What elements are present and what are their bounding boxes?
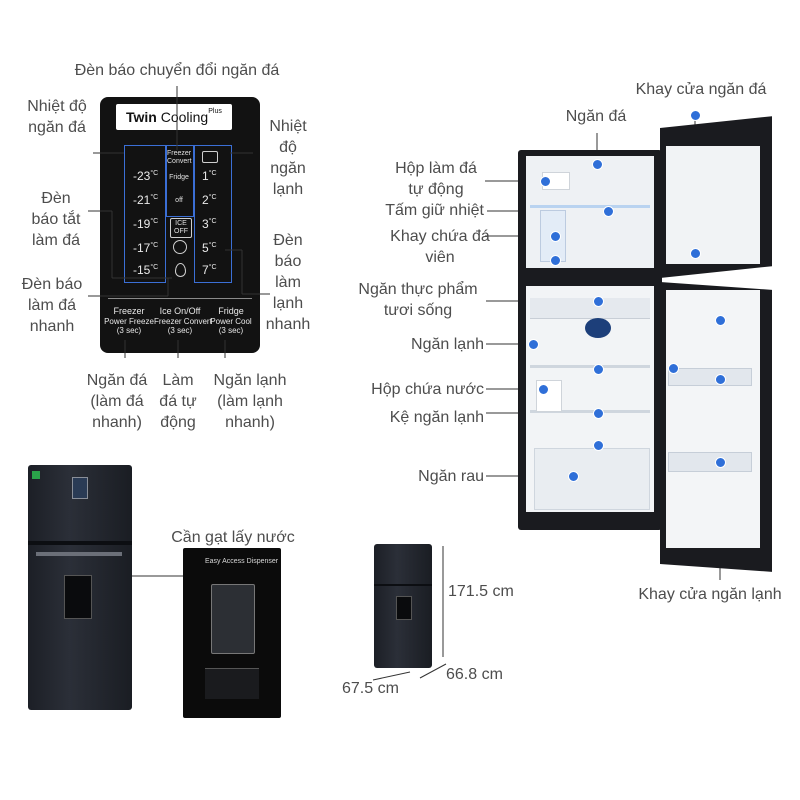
veg-drawer-box [534,448,650,510]
water-dispenser-icon [64,575,92,619]
label-veg-drawer: Ngăn rau [418,468,484,485]
water-drop-icon [175,263,186,277]
dispenser-closeup: Easy Access Dispenser [183,548,281,718]
dot-thermal-plate [603,206,614,217]
dim-door-split [374,584,432,586]
label-fresh-food: Ngăn thực phẩm tươi sống [358,281,478,319]
label-fridge: Ngăn lạnh [411,336,484,353]
fridge-temp-5: 7°C [202,263,217,277]
dot-ice-maker [540,176,551,187]
label-depth: 66.8 cm [446,666,503,683]
door-bin-2 [668,452,752,472]
twin-cooling-logo: Twin CoolingPlus [116,104,232,130]
dot-door-1 [715,315,726,326]
label-water-box: Hộp chứa nước [371,381,484,398]
shelf-1 [530,365,650,368]
dot-shelf [593,408,604,419]
control-panel: Twin CoolingPlus -23°C -21°C -19°C -17°C… [100,97,260,353]
dim-dispenser [396,596,412,620]
label-water-lever: Cần gạt lấy nước [171,529,295,546]
freezer-temp-2: -21°C [133,193,159,207]
label-width: 67.5 cm [342,680,399,697]
door-split [28,541,132,545]
fridge-front-photo [28,465,132,710]
display-icon [72,477,88,499]
dimension-fridge [374,544,432,668]
label-fast-ice-light: Đèn báo làm đá nhanh [21,276,83,335]
mode-freezer-convert: Freezer Convert [167,150,192,165]
dot-door-2 [668,363,679,374]
energy-label-icon [32,471,40,479]
fresh-drawer [530,298,650,319]
dot-water-box [538,384,549,395]
plug-icon [202,151,218,163]
dispenser-title: Easy Access Dispenser [205,558,279,565]
fridge-door-inner [666,290,760,548]
dot-veg [568,471,579,482]
mode-fridge: Fridge [169,174,189,181]
ice-maker-icon [173,240,187,254]
dot-ice-tray [550,231,561,242]
label-ice-cube-tray: Khay chứa đá viên [390,228,490,266]
label-fast-cool-light: Đèn báo làm lạnh nhanh [265,232,311,333]
label-convert-indicator: Đèn báo chuyển đổi ngăn đá [74,62,280,79]
label-freezer: Ngăn đá [565,108,627,125]
label-auto-ice: Làm đá tự động [159,372,197,431]
label-ice-off-light: Đèn báo tắt làm đá [31,190,81,249]
dot-fridge [528,339,539,350]
shelf-2 [530,410,650,413]
mode-off: off [175,197,183,204]
fridge-temp-4: 5°C [202,241,217,255]
label-height: 171.5 cm [448,583,514,600]
dot-freezer [592,159,603,170]
fridge-temp-2: 2°C [202,193,217,207]
dot-ice-door [690,110,701,121]
fan-icon [585,318,611,338]
dot-ice-door-2 [690,248,701,259]
door-bin-1 [668,368,752,386]
label-fridge-temp: Nhiệt độ ngăn lạnh [269,118,307,198]
freezer-temp-3: -19°C [133,217,159,231]
handle [36,552,122,556]
dot-shelf-1 [593,364,604,375]
label-fridge-fast: Ngăn lạnh (làm lạnh nhanh) [213,372,287,431]
freezer-temp-5: -15°C [133,263,159,277]
label-freezer-fast: Ngăn đá (làm đá nhanh) [86,372,148,431]
freezer-temp-4: -17°C [133,241,159,255]
freezer-temp-box [124,145,166,283]
label-freezer-temp: Nhiệt độ ngăn đá [27,98,87,136]
label-fridge-shelf: Kệ ngăn lạnh [389,409,484,426]
drip-tray [205,668,259,699]
dot-ice-tray-2 [550,255,561,266]
freezer-shelf [530,205,650,208]
panel-divider [108,298,252,299]
fridge-temp-1: 1°C [202,169,217,183]
dot-fresh [593,296,604,307]
fridge-temp-3: 3°C [202,217,217,231]
mode-box [166,145,194,217]
label-fridge-door-tray: Khay cửa ngăn lạnh [638,586,782,603]
fridge-temp-box [194,145,232,283]
dot-door-4 [715,457,726,468]
label-auto-ice-box: Hộp làm đá tự động [395,160,477,198]
dispenser-lever [211,584,255,654]
dot-door-3 [715,374,726,385]
label-ice-door-tray: Khay cửa ngăn đá [635,81,767,98]
ice-off-indicator: ICE OFF [170,218,192,238]
freezer-temp-1: -23°C [133,169,159,183]
freezer-door-inner [666,146,760,264]
label-thermal-plate: Tấm giữ nhiệt [385,202,484,219]
dot-shelf-3 [593,440,604,451]
